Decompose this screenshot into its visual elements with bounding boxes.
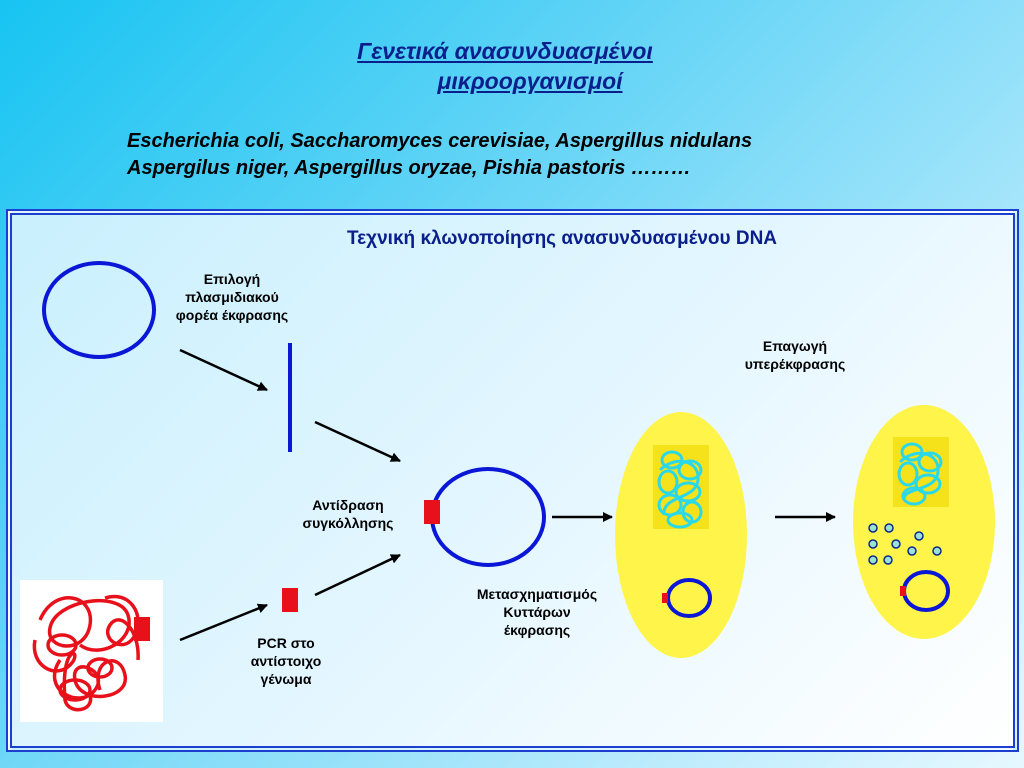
arrow-plasmid-to-cut [179,348,268,392]
title-line-2: μικροοργανισμοί [437,68,623,94]
cloning-panel [6,209,1019,752]
label-plasmid-selection-3: φορέα έκφρασης [175,307,289,323]
cell-2-insert [900,586,906,596]
label-plasmid-selection: Επιλογή πλασμιδιακού φορέα έκφρασης [157,270,307,324]
cell-1-insert [662,593,668,603]
host-cell-1 [615,412,747,658]
label-transformation-1: Μετασχηματισμός [476,586,598,602]
label-pcr-2: αντίστοιχο [250,653,322,669]
chromatin-1 [657,450,703,529]
target-gene-mark [134,617,150,641]
label-ligation-2: συγκόλλησης [302,515,394,531]
host-cell-2 [853,405,995,639]
arrow-pcr-to-ligation [314,553,401,597]
label-pcr-1: PCR στο [257,635,315,651]
arrow-cut-to-ligation [314,420,401,463]
pcr-product [282,588,298,612]
species-list: Escherichia coli, Saccharomyces cerevisi… [127,128,987,182]
label-ligation-1: Αντίδραση [312,497,384,513]
label-ligation: Αντίδραση συγκόλλησης [283,496,413,532]
label-plasmid-selection-1: Επιλογή [203,271,261,287]
label-induction-2: υπερέκφρασης [744,356,846,372]
label-pcr-3: γένωμα [260,671,312,687]
label-transformation-2: Κυττάρων [503,604,571,620]
label-pcr: PCR στο αντίστοιχο γένωμα [226,634,346,688]
protein-particles [868,523,942,565]
recombinant-plasmid [430,467,546,567]
label-transformation: Μετασχηματισμός Κυττάρων έκφρασης [452,585,622,639]
chromatin-2 [897,442,943,506]
label-induction: Επαγωγή υπερέκφρασης [720,337,870,373]
species-line-1: Escherichia coli, Saccharomyces cerevisi… [127,130,753,152]
recombinant-insert [424,500,440,524]
species-line-2: Aspergilus niger, Aspergillus oryzae, Pi… [127,157,691,179]
label-induction-1: Επαγωγή [762,338,828,354]
arrow-genome-to-pcr [179,603,268,642]
page-title: Γενετικά ανασυνδυασμένοι μικροοργανισμοί [0,36,1010,96]
genomic-dna-tangle [32,594,140,712]
label-transformation-3: έκφρασης [503,622,571,638]
plasmid-vector [42,261,156,359]
panel-title: Τεχνική κλωνοποίησης ανασυνδυασμένου DNA [346,228,778,249]
title-line-1: Γενετικά ανασυνδυασμένοι [357,38,653,64]
label-plasmid-selection-2: πλασμιδιακού [185,289,279,305]
